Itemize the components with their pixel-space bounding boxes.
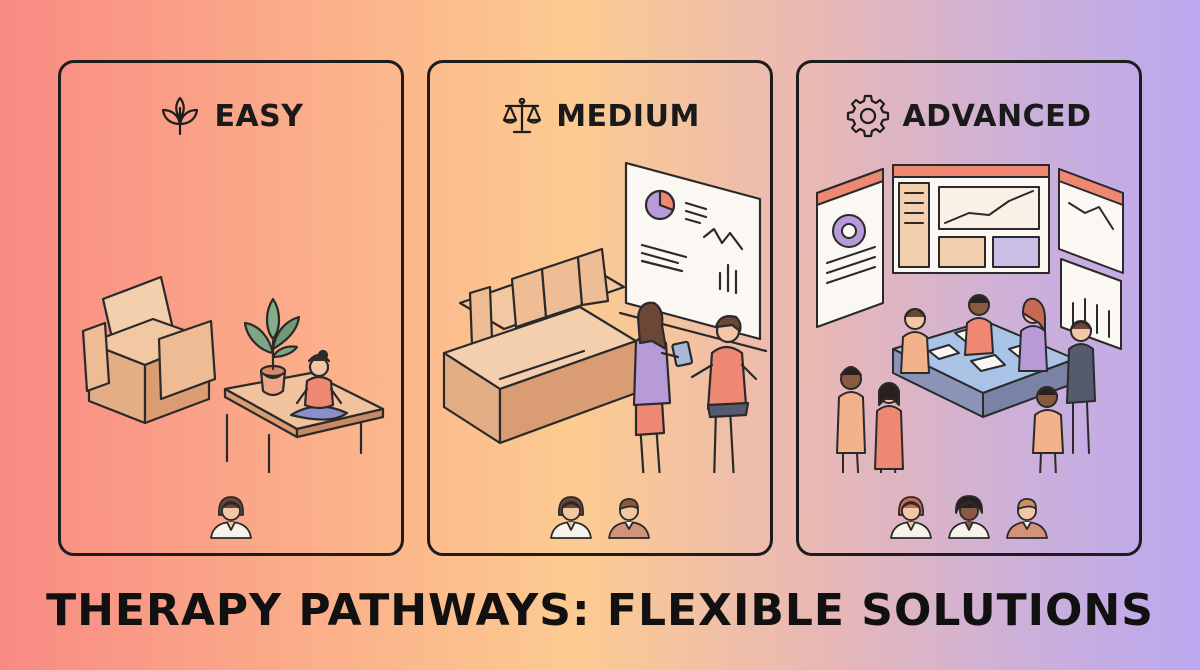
doctor-avatar-icon xyxy=(948,495,990,539)
person-with-tablet xyxy=(632,301,694,473)
team-member xyxy=(874,382,904,473)
card-easy: EASY xyxy=(58,60,404,556)
card-medium: MEDIUM xyxy=(427,60,773,556)
card-title-easy: EASY xyxy=(214,98,304,134)
card-advanced: ADVANCED xyxy=(796,60,1142,556)
gear-icon xyxy=(847,94,890,138)
team-member xyxy=(1032,386,1064,473)
potted-plant xyxy=(243,297,301,397)
armchair xyxy=(81,275,217,425)
coffee-table xyxy=(223,371,385,473)
whiteboard xyxy=(618,161,768,353)
meditating-person xyxy=(289,349,349,421)
sofa xyxy=(442,247,638,445)
therapist-avatar-icon xyxy=(890,496,932,539)
scales-icon xyxy=(503,97,542,134)
card-header-advanced: ADVANCED xyxy=(799,91,1139,141)
team-member xyxy=(964,294,994,356)
card-header-medium: MEDIUM xyxy=(430,91,770,141)
counselor-avatar-icon xyxy=(1006,498,1048,539)
therapist-avatar-icon xyxy=(550,496,592,539)
team-member xyxy=(836,366,866,473)
counselor-avatar-icon xyxy=(608,498,650,539)
team-member xyxy=(1018,297,1048,372)
data-screens xyxy=(816,164,1124,350)
page-headline: THERAPY PATHWAYS: FLEXIBLE SOLUTIONS xyxy=(46,585,1154,636)
card-header-easy: EASY xyxy=(61,91,401,141)
card-title-advanced: ADVANCED xyxy=(902,98,1092,134)
team-member xyxy=(1066,320,1096,454)
medium-illustration xyxy=(442,161,768,473)
person-presenting xyxy=(690,315,758,473)
advanced-illustration xyxy=(816,164,1124,473)
leaf-icon xyxy=(162,96,199,136)
team-member xyxy=(900,308,930,374)
team-members xyxy=(836,294,1096,473)
therapist-avatar-icon xyxy=(210,496,252,539)
staff-row-easy xyxy=(61,493,401,539)
easy-illustration xyxy=(81,275,385,473)
card-title-medium: MEDIUM xyxy=(556,98,700,134)
staff-row-advanced xyxy=(799,493,1139,539)
staff-row-medium xyxy=(430,493,770,539)
